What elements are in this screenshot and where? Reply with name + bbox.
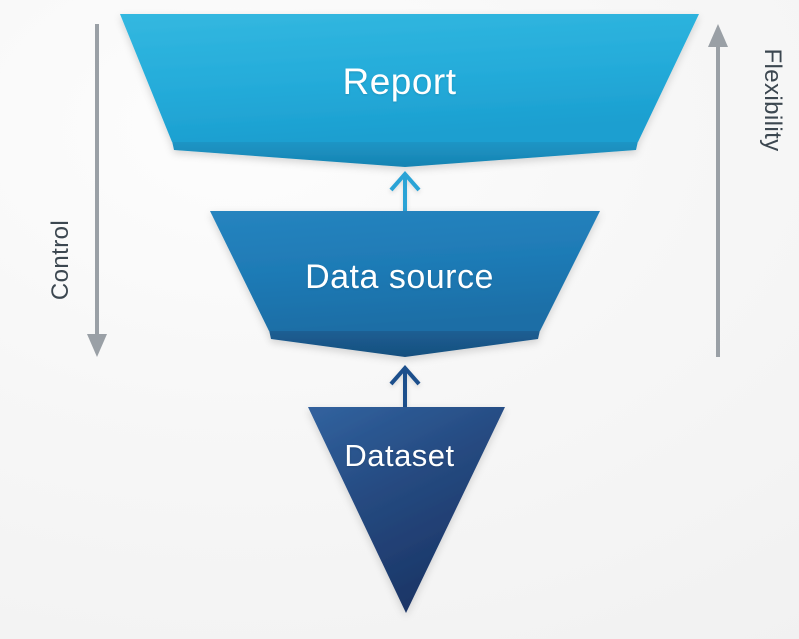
stage-label-data-source: Data source — [305, 258, 494, 296]
arrow-datasource-to-report — [389, 170, 421, 211]
arrow-dataset-to-datasource — [389, 364, 421, 407]
report-fold — [172, 141, 638, 167]
axis-label-control: Control — [47, 219, 74, 301]
stage-label-dataset: Dataset — [344, 438, 455, 473]
data-source-fold — [269, 330, 540, 357]
data-source-body — [210, 211, 600, 331]
stage-shape-data-source — [210, 211, 600, 357]
axis-label-flexibility: Flexibility — [759, 48, 786, 152]
axis-control-arrow — [87, 24, 107, 357]
report-body — [120, 14, 699, 142]
stage-label-report: Report — [342, 61, 457, 102]
stage-shape-dataset — [308, 407, 505, 613]
dataset-body — [308, 407, 505, 613]
axis-flexibility-arrow — [708, 24, 728, 357]
stage-shape-report — [120, 14, 699, 167]
